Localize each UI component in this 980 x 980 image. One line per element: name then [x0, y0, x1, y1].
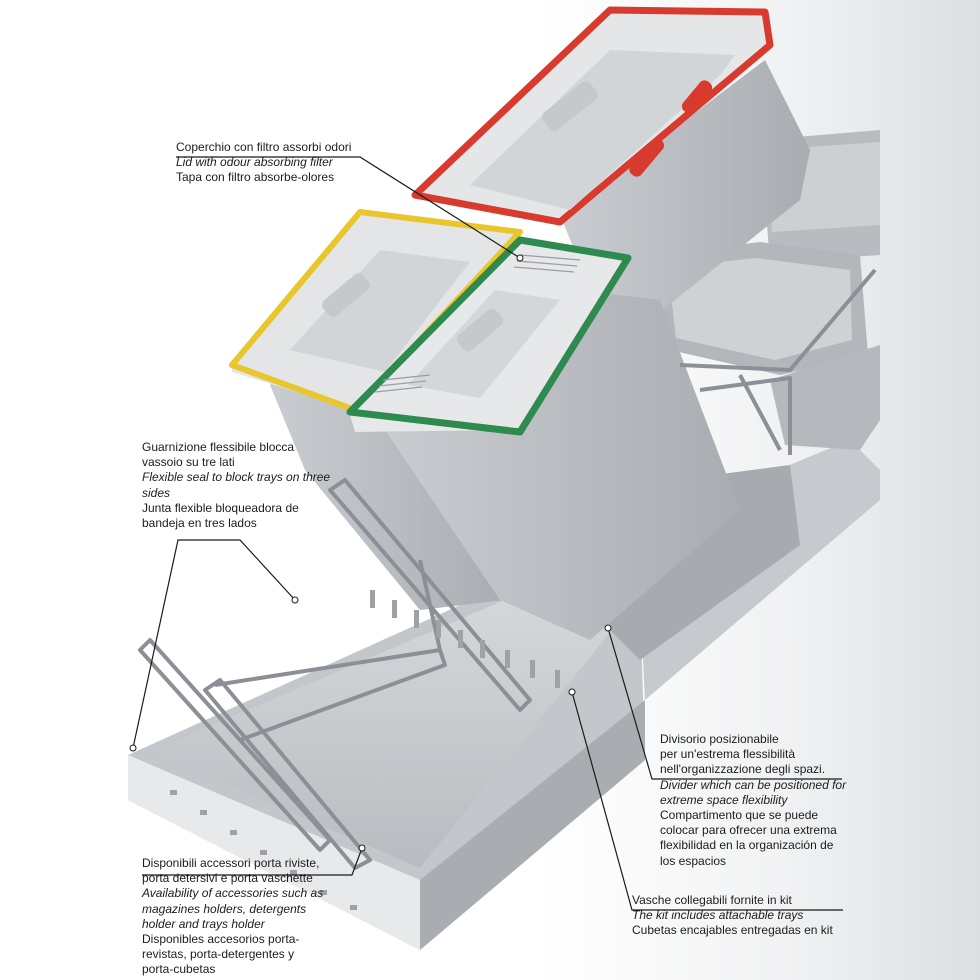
- caption-divider-es-1: Compartimento que se puede: [660, 808, 819, 823]
- caption-trays-es: Cubetas encajables entregadas en kit: [632, 923, 833, 938]
- chrome-wire-holders: [138, 268, 877, 870]
- leader-dots: [129, 254, 612, 852]
- caption-trays-en: The kit includes attachable trays: [632, 908, 804, 923]
- tray-slot-dividers: [170, 590, 560, 910]
- caption-divider-es-3: flexibilidad en la organización de: [660, 838, 834, 853]
- caption-divider-it-2: per un'estrema flessibilità: [660, 747, 796, 762]
- caption-divider-es-2: colocar para ofrecer una extrema: [660, 823, 837, 838]
- caption-accessories-it-2: porta detersivi e porta vaschette: [142, 871, 313, 886]
- caption-divider: Divisorio posizionabile per un'estrema f…: [660, 732, 846, 869]
- leader-trays: [571, 691, 843, 911]
- caption-attachable-trays: Vasche collegabili fornite in kit The ki…: [632, 893, 833, 939]
- leader-divider: [607, 627, 842, 780]
- caption-accessories-en-2: magazines holders, detergents: [142, 901, 307, 916]
- bin-green-lid: [346, 236, 740, 640]
- leader-seal: [132, 539, 296, 749]
- caption-trays-it: Vasche collegabili fornite in kit: [632, 893, 792, 907]
- caption-divider-en-2: extreme space flexibility: [660, 792, 788, 807]
- caption-seal-it-2: vassoio su tre lati: [142, 455, 235, 470]
- caption-accessories-es-2: revistas, porta-detergentes y: [142, 947, 295, 962]
- caption-lid-es: Tapa con filtro absorbe-olores: [176, 170, 335, 185]
- caption-accessories: Disponibili accessori porta riviste, por…: [142, 856, 323, 978]
- caption-accessories-es-1: Disponibles accesorios porta-: [142, 932, 300, 947]
- caption-seal-it-1: Guarnizione flessibile blocca: [142, 440, 295, 454]
- caption-leader-lines: [132, 156, 843, 911]
- caption-divider-en-1: Divider which can be positioned for: [660, 777, 847, 792]
- caption-accessories-es-3: porta-cubetas: [142, 962, 216, 977]
- caption-lid-it: Coperchio con filtro assorbi odori: [176, 140, 352, 154]
- leader-accessories: [142, 847, 363, 876]
- caption-seal-en-2: sides: [142, 485, 171, 500]
- leader-lid: [176, 156, 521, 259]
- caption-flexible-seal: Guarnizione flessibile blocca vassoio su…: [142, 440, 330, 531]
- caption-divider-it-3: nell'organizzazione degli spazi.: [660, 762, 826, 777]
- caption-lid-en: Lid with odour absorbing filter: [176, 155, 333, 170]
- caption-accessories-en-1: Availability of accessories such as: [142, 886, 324, 901]
- caption-divider-es-4: los espacios: [660, 853, 727, 868]
- caption-seal-en-1: Flexible seal to block trays on three: [142, 470, 331, 485]
- caption-seal-es-2: bandeja en tres lados: [142, 516, 257, 531]
- caption-accessories-it-1: Disponibili accessori porta riviste,: [142, 856, 320, 870]
- caption-accessories-en-3: holder and trays holder: [142, 916, 265, 931]
- caption-divider-it-1: Divisorio posizionabile: [660, 732, 779, 746]
- caption-lid-filter: Coperchio con filtro assorbi odori Lid w…: [176, 140, 351, 186]
- caption-seal-es-1: Junta flexible bloqueadora de: [142, 500, 299, 515]
